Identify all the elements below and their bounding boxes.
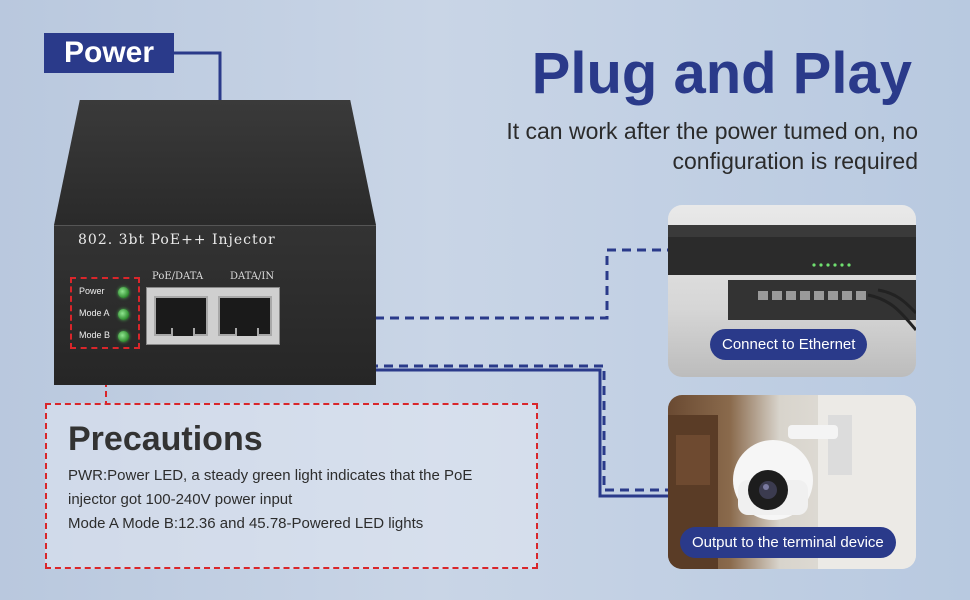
led-label-mode-b: Mode B [79,330,111,340]
rj45-poe-port [154,296,208,336]
led-power-icon [118,287,129,298]
device-top [54,100,376,225]
led-mode-b-icon [118,331,129,342]
led-label-mode-a: Mode A [79,308,110,318]
switch-illustration [668,225,916,331]
precautions-title: Precautions [68,420,263,458]
led-mode-a-icon [118,309,129,320]
led-label-power: Power [79,286,105,296]
connect-ethernet-label: Connect to Ethernet [710,329,868,360]
port-label-data: DATA/IN [230,271,275,282]
subline: It can work after the power tumed on, no… [506,118,918,174]
headline: Plug and Play [531,41,912,106]
precautions-line: PWR:Power LED, a steady green light indi… [68,467,473,484]
terminal-device-label: Output to the terminal device [680,527,896,558]
precautions-line: Mode A Mode B:12.36 and 45.78-Powered LE… [68,515,424,532]
precautions-box [45,403,538,569]
port-label-poe: PoE/DATA [152,271,204,282]
camera-photo: Output to the terminal device [668,395,916,569]
precautions-line: injector got 100-240V power input [68,491,293,508]
device-title: 802. 3bt PoE++ Injector [78,232,276,248]
ethernet-switch-photo: Connect to Ethernet [668,205,916,377]
rj45-data-port [218,296,272,336]
led-highlight-box [70,277,140,349]
power-label: Power [44,33,174,73]
